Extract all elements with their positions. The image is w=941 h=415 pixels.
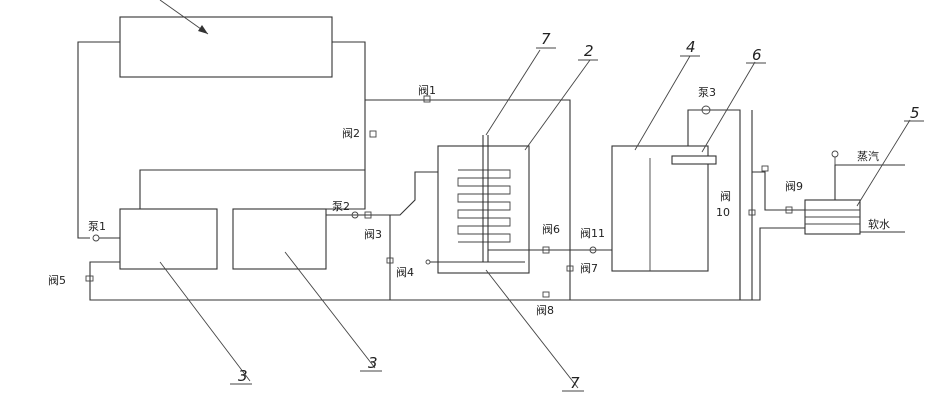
label-valve1: 阀1 bbox=[418, 83, 436, 97]
pump-1[interactable] bbox=[93, 235, 99, 241]
label-pump3: 泵3 bbox=[698, 86, 716, 99]
label-valve6: 阀6 bbox=[542, 222, 560, 236]
callout-4: 4 bbox=[686, 38, 696, 56]
tank-3-right bbox=[233, 209, 326, 269]
label-valve9: 阀9 bbox=[785, 179, 803, 193]
label-soft-water: 软水 bbox=[868, 217, 890, 231]
callout-3-right: 3 bbox=[368, 354, 378, 372]
callout-7-top: 7 bbox=[541, 30, 551, 48]
callout-7-bottom: 7 bbox=[570, 374, 580, 392]
leader-4 bbox=[635, 56, 690, 150]
callout-2: 2 bbox=[584, 42, 594, 60]
tank-3-left bbox=[120, 209, 217, 269]
leader-6 bbox=[702, 62, 755, 152]
item-6-element bbox=[672, 156, 716, 164]
leader-5 bbox=[857, 120, 910, 206]
label-pump2: 泵2 bbox=[332, 200, 350, 213]
pipe-item5-return bbox=[740, 228, 805, 300]
label-valve7: 阀7 bbox=[580, 261, 598, 275]
pipe-top-right-trunk bbox=[332, 42, 365, 170]
leader-3b bbox=[285, 252, 375, 368]
steam-valve[interactable] bbox=[832, 151, 838, 157]
label-pump1: 泵1 bbox=[88, 220, 106, 233]
label-valve5: 阀5 bbox=[48, 273, 66, 287]
label-valve10-num: 10 bbox=[716, 206, 730, 219]
top-unit-box bbox=[120, 17, 332, 77]
valve-9-symbol-a[interactable] bbox=[762, 166, 768, 171]
valve-8-symbol[interactable] bbox=[543, 292, 549, 297]
tank-4 bbox=[612, 146, 708, 271]
valve-2-symbol[interactable] bbox=[370, 131, 376, 137]
callout-6: 6 bbox=[752, 46, 762, 64]
leader-7-bottom bbox=[486, 270, 578, 388]
callout-3-left: 3 bbox=[238, 367, 248, 385]
vessel-2-bottom-node bbox=[426, 260, 430, 264]
label-valve3: 阀3 bbox=[364, 227, 382, 241]
pipe-top-left-loop bbox=[78, 42, 120, 238]
leader-2 bbox=[525, 60, 590, 150]
pipe-steam bbox=[835, 165, 905, 200]
label-valve4: 阀4 bbox=[396, 265, 414, 279]
label-valve11: 阀11 bbox=[580, 226, 605, 240]
label-valve2: 阀2 bbox=[342, 126, 360, 140]
label-valve10-char: 阀 bbox=[720, 189, 731, 203]
label-valve8: 阀8 bbox=[536, 303, 554, 317]
leader-3a bbox=[160, 262, 250, 381]
leader-7-top bbox=[486, 50, 540, 135]
label-steam: 蒸汽 bbox=[857, 149, 879, 163]
callout-5: 5 bbox=[910, 104, 920, 122]
